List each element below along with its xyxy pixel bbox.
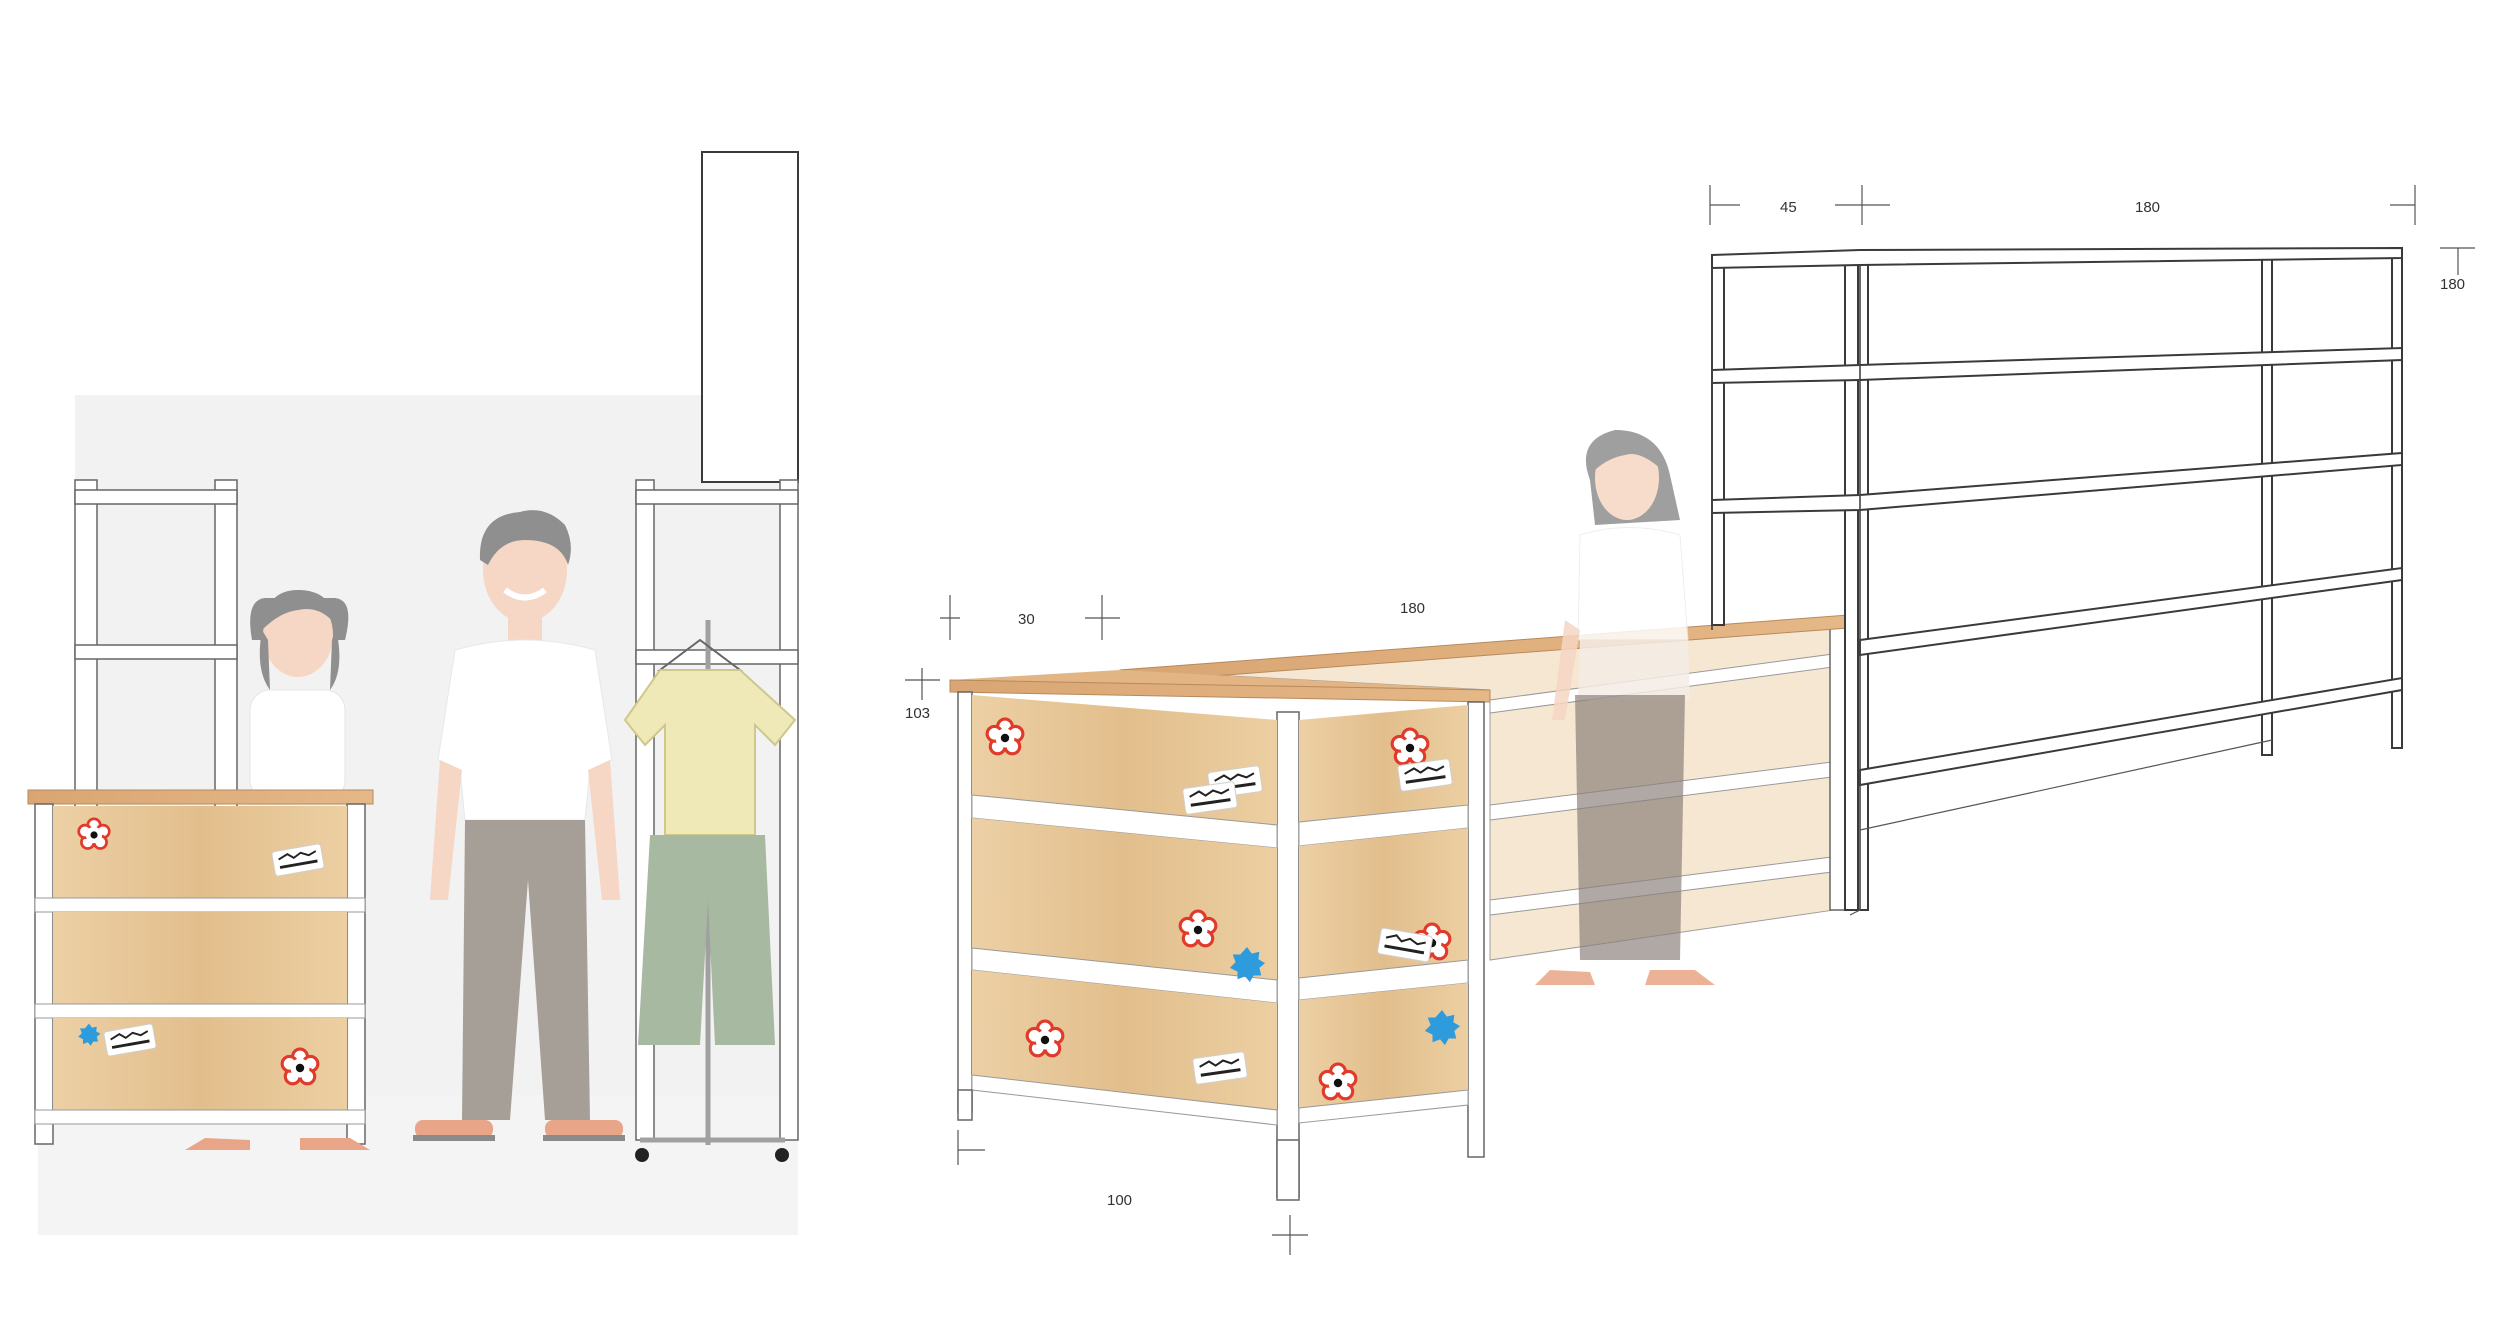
dresser-left	[27, 789, 374, 1150]
counter-front-section	[949, 679, 1491, 1201]
back-shelf-frame-left	[74, 479, 238, 821]
right-isometric-scene: 30 180 103 100	[905, 185, 2475, 1255]
dim-left-height: 103	[905, 705, 930, 722]
dim-left-length: 180	[1400, 600, 1425, 617]
left-perspective-scene	[27, 151, 799, 1235]
tall-shelving-unit: 45 180 180	[1709, 185, 2475, 916]
green-pants	[638, 835, 775, 1045]
woman-figure-left	[249, 590, 349, 801]
dim-right-depth: 45	[1780, 199, 1797, 216]
dim-right-height: 180	[2440, 276, 2465, 293]
counter-side-drawer-1	[1299, 705, 1468, 822]
dim-right-length: 180	[2135, 199, 2160, 216]
clothes-rack	[623, 620, 797, 1162]
tall-column	[701, 151, 799, 483]
dim-left-depth: 30	[1018, 611, 1035, 628]
man-figure	[413, 510, 625, 1141]
dresser-drawer-2	[53, 912, 347, 1004]
ruler-cross-icon	[905, 595, 1308, 1255]
woman-figure-right	[1535, 430, 1715, 985]
dim-left-width: 100	[1107, 1192, 1132, 1209]
